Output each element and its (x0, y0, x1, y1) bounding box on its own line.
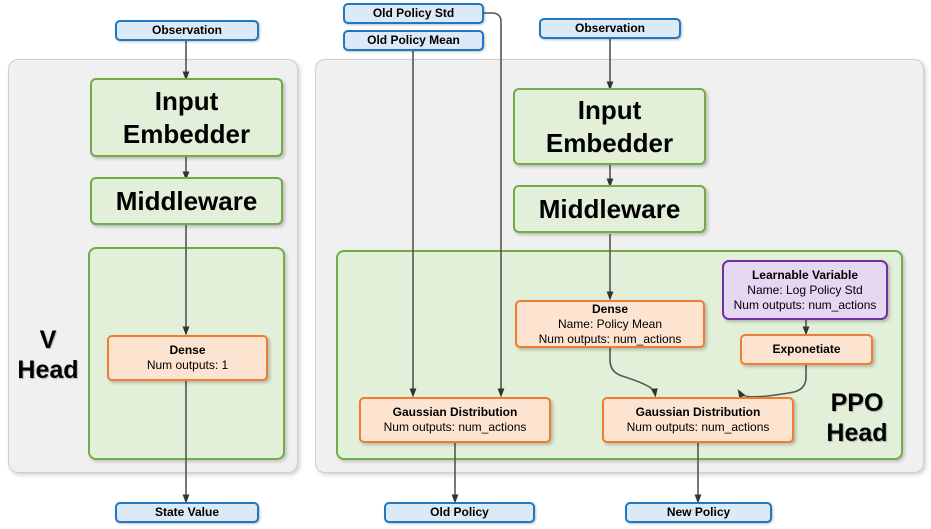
ppo-head-dense-policy-mean-title: Dense (591, 301, 629, 316)
ppo-head-dense-policy-mean-name: Name: Policy Mean (557, 316, 663, 331)
ppo-head-label: PPO Head (812, 388, 902, 448)
ppo-head-exponentiate-title: Exponetiate (772, 342, 841, 356)
v-head-input-embedder[interactable]: Input Embedder (90, 78, 283, 157)
ppo-head-gaussian-new-policy-title: Gaussian Distribution (635, 405, 761, 419)
ppo-head-gaussian-old-policy-num-outputs: Num outputs: num_actions (383, 420, 527, 434)
input-old-policy-std[interactable]: Old Policy Std (343, 3, 484, 24)
ppo-head-exponentiate[interactable]: Exponetiate (740, 334, 873, 365)
ppo-head-label-line2: Head (826, 419, 888, 447)
input-old-policy-mean-label: Old Policy Mean (367, 33, 460, 47)
v-head-middleware-label: Middleware (115, 185, 258, 216)
input-observation-left[interactable]: Observation (115, 20, 259, 41)
v-head-label-line2: Head (17, 356, 79, 384)
ppo-head-gaussian-new-policy-num-outputs: Num outputs: num_actions (626, 420, 770, 434)
input-observation-left-label: Observation (151, 23, 223, 37)
v-head-label-line1: V (39, 326, 57, 354)
output-new-policy[interactable]: New Policy (625, 502, 772, 523)
output-state-value-label: State Value (154, 505, 220, 519)
ppo-head-input-embedder[interactable]: Input Embedder (513, 88, 706, 165)
ppo-head-input-embedder-label: Input Embedder (545, 95, 674, 158)
output-old-policy[interactable]: Old Policy (384, 502, 535, 523)
ppo-head-label-line1: PPO (830, 389, 884, 417)
output-new-policy-label: New Policy (666, 505, 731, 519)
ppo-head-learnable-variable-num-outputs: Num outputs: num_actions (733, 297, 877, 312)
v-head-input-embedder-label: Input Embedder (122, 86, 251, 149)
input-old-policy-std-label: Old Policy Std (372, 6, 455, 20)
ppo-head-dense-policy-mean-num-outputs: Num outputs: num_actions (538, 331, 682, 346)
ppo-head-gaussian-new-policy[interactable]: Gaussian Distribution Num outputs: num_a… (602, 397, 794, 443)
ppo-head-dense-policy-mean[interactable]: Dense Name: Policy Mean Num outputs: num… (515, 300, 705, 348)
ppo-head-gaussian-old-policy-title: Gaussian Distribution (392, 405, 518, 419)
v-head-label: V Head (12, 325, 84, 385)
v-head-dense[interactable]: Dense Num outputs: 1 (107, 335, 268, 381)
ppo-head-middleware-label: Middleware (538, 193, 681, 224)
ppo-head-gaussian-old-policy[interactable]: Gaussian Distribution Num outputs: num_a… (359, 397, 551, 443)
ppo-head-learnable-variable[interactable]: Learnable Variable Name: Log Policy Std … (722, 260, 888, 320)
ppo-head-learnable-variable-title: Learnable Variable (751, 267, 859, 282)
v-head-dense-title: Dense (169, 343, 206, 357)
input-old-policy-mean[interactable]: Old Policy Mean (343, 30, 484, 51)
v-head-middleware[interactable]: Middleware (90, 177, 283, 225)
input-observation-right-label: Observation (574, 21, 646, 35)
ppo-head-learnable-variable-name: Name: Log Policy Std (747, 282, 863, 297)
ppo-head-middleware[interactable]: Middleware (513, 185, 706, 233)
output-old-policy-label: Old Policy (430, 505, 489, 519)
output-state-value[interactable]: State Value (115, 502, 259, 523)
input-observation-right[interactable]: Observation (539, 18, 681, 39)
v-head-dense-num-outputs: Num outputs: 1 (146, 358, 229, 372)
